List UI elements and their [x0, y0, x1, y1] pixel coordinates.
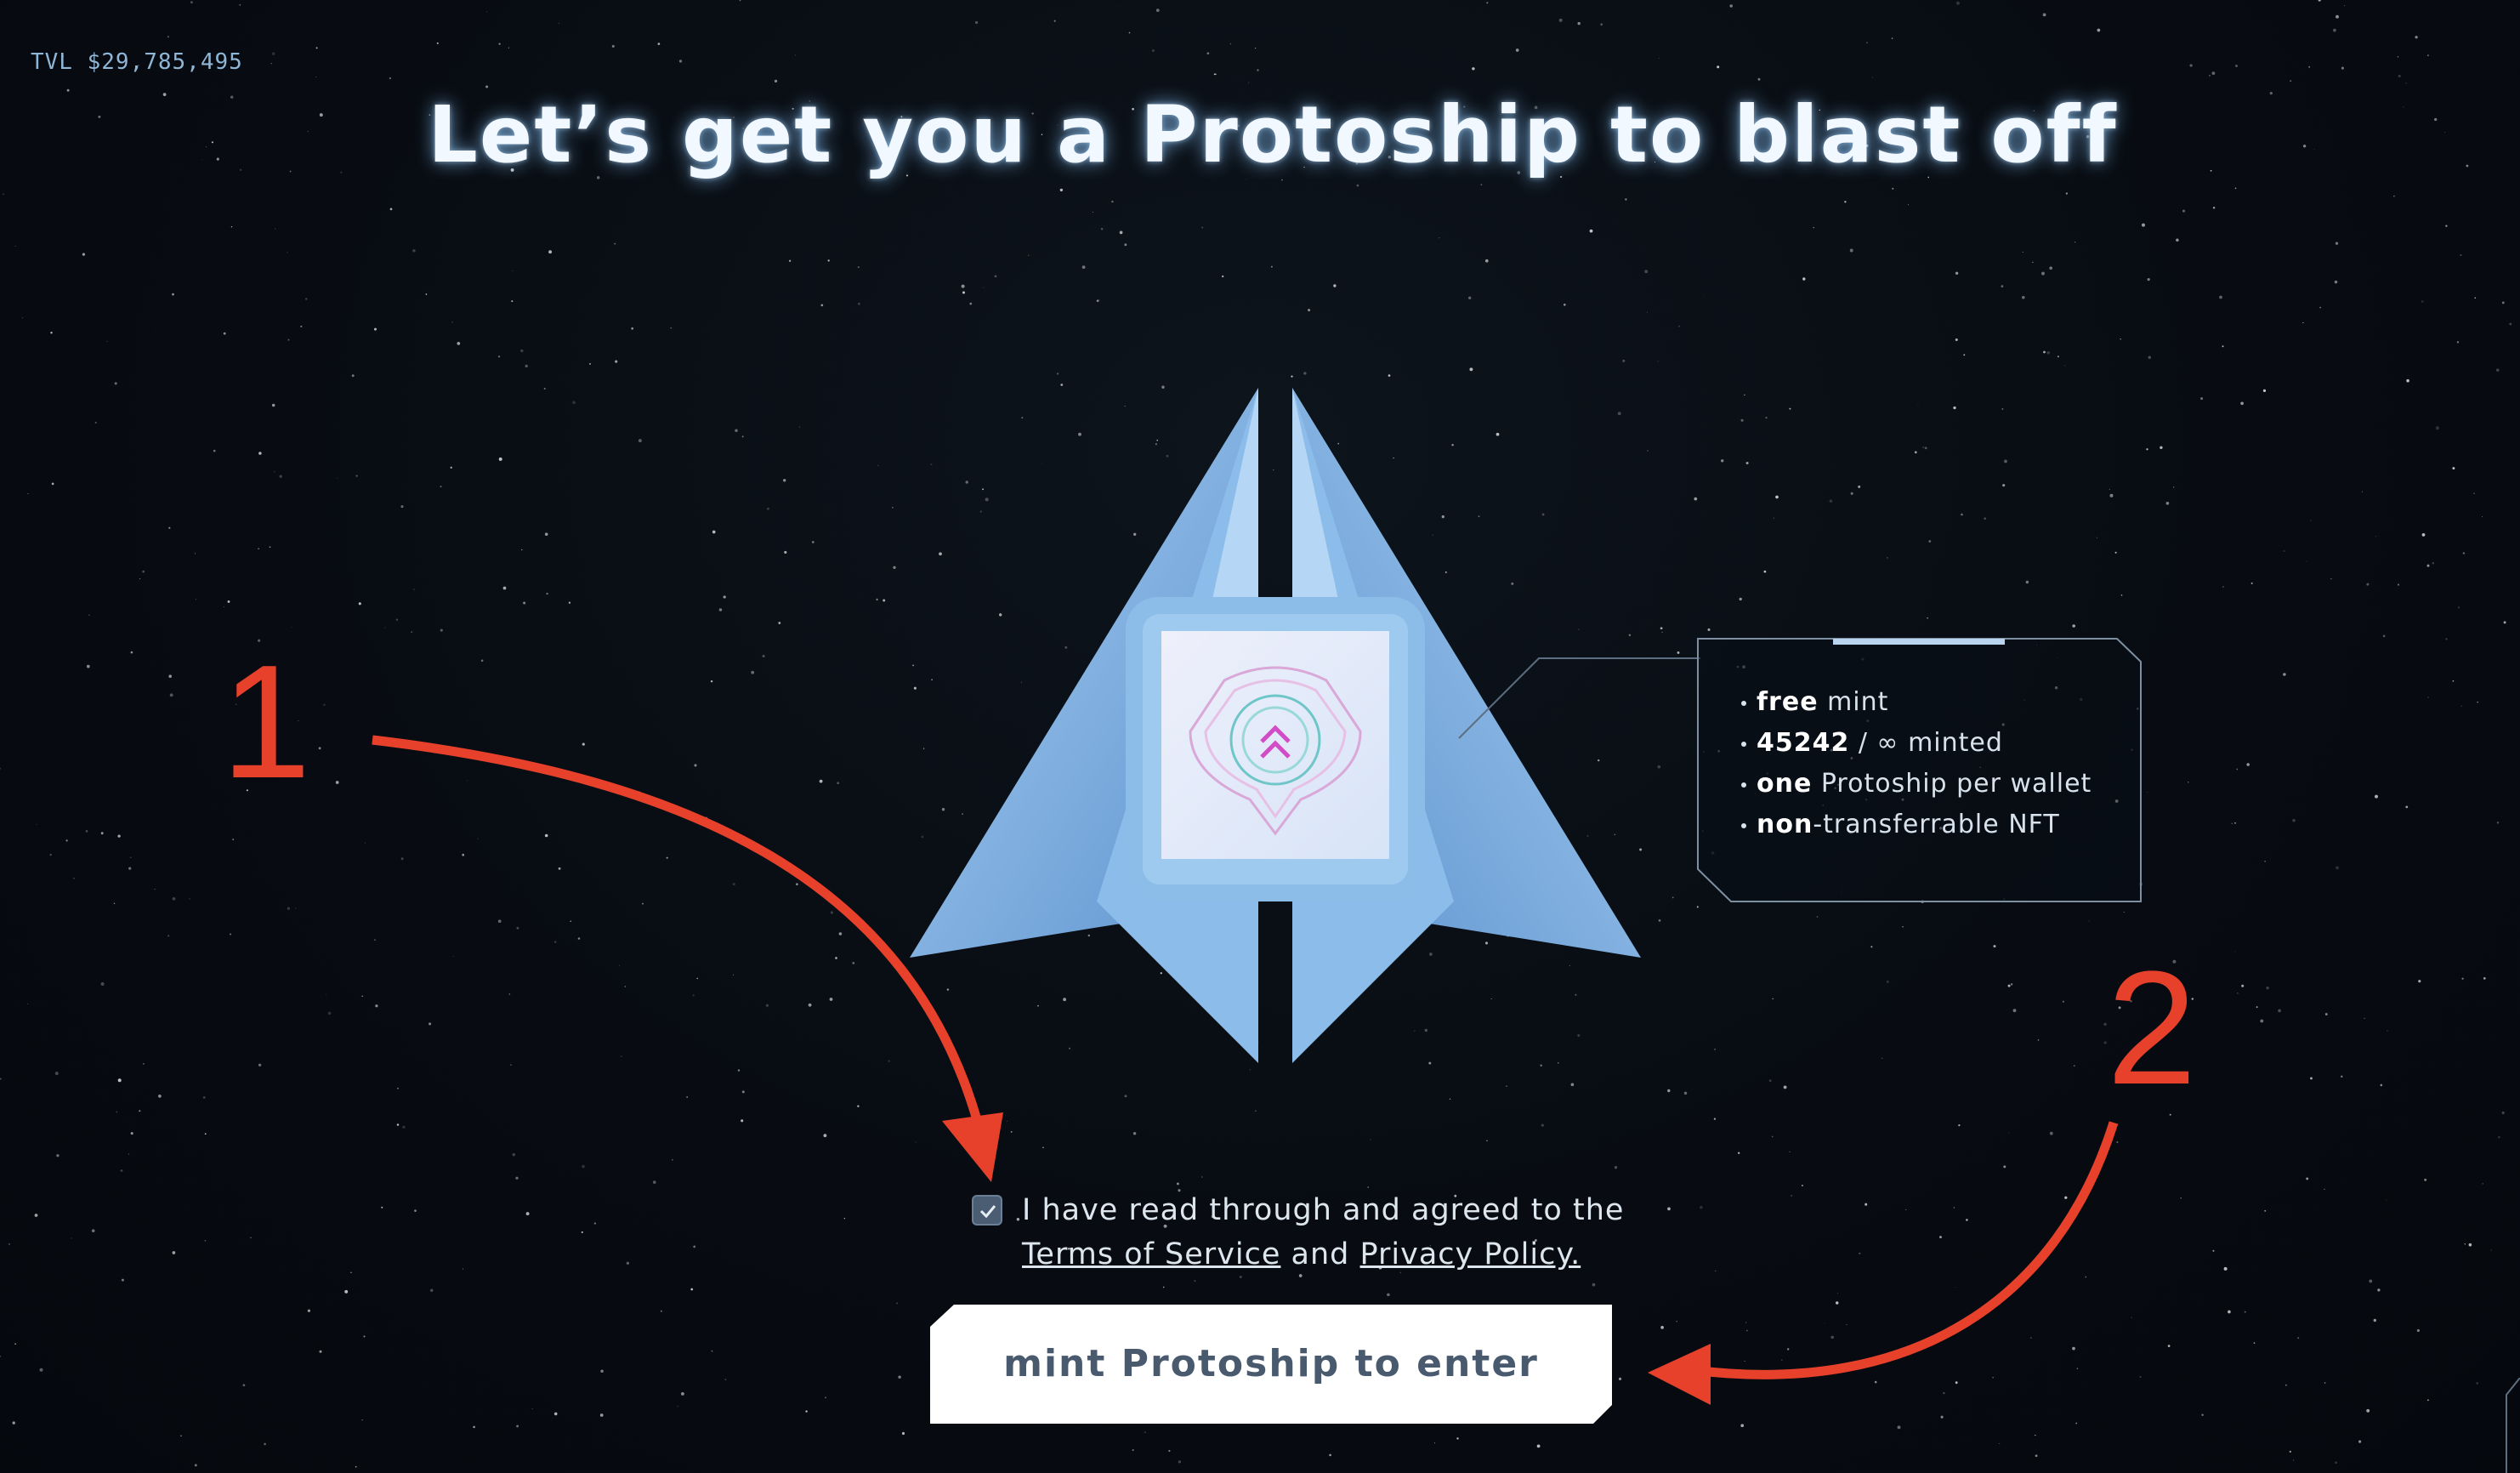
arrowhead-1 [942, 1112, 1003, 1182]
edge-frame-decoration [2506, 1378, 2520, 1473]
privacy-policy-link[interactable]: Privacy Policy. [1359, 1237, 1581, 1271]
mint-info-panel: free mint 45242 / ∞ minted one Protoship… [1697, 638, 2143, 903]
annotation-arrow-1 [372, 735, 983, 1124]
mint-protoship-button[interactable]: mint Protoship to enter [930, 1305, 1612, 1424]
protoship-emblem-icon [1189, 666, 1362, 836]
info-connector-line [1458, 657, 1700, 739]
annotation-arrow-2 [1700, 1121, 2119, 1379]
mint-button-label: mint Protoship to enter [1003, 1342, 1539, 1385]
annotation-number-2: 2 [2107, 938, 2197, 1118]
protoship-illustration [910, 388, 1641, 1063]
agreement-line: I have read through and agreed to the [1022, 1193, 1625, 1227]
info-item-minted-count: 45242 / ∞ minted [1741, 723, 2091, 764]
agreement-and: and [1280, 1237, 1360, 1271]
info-item-per-wallet: one Protoship per wallet [1741, 764, 2091, 805]
checkmark-icon [979, 1205, 996, 1219]
page-title: Let’s get you a Protoship to blast off [428, 89, 2118, 180]
tvl-stat: TVL $29,785,495 [31, 49, 243, 75]
terms-of-service-link[interactable]: Terms of Service [1022, 1237, 1281, 1271]
arrowhead-2 [1648, 1344, 1711, 1405]
agreement-text: I have read through and agreed to the Te… [1022, 1188, 1634, 1277]
info-item-non-transferrable: non-transferrable NFT [1741, 805, 2091, 845]
annotation-number-1: 1 [221, 632, 311, 812]
info-item-free-mint: free mint [1741, 682, 2091, 723]
agree-checkbox[interactable] [972, 1195, 1002, 1226]
